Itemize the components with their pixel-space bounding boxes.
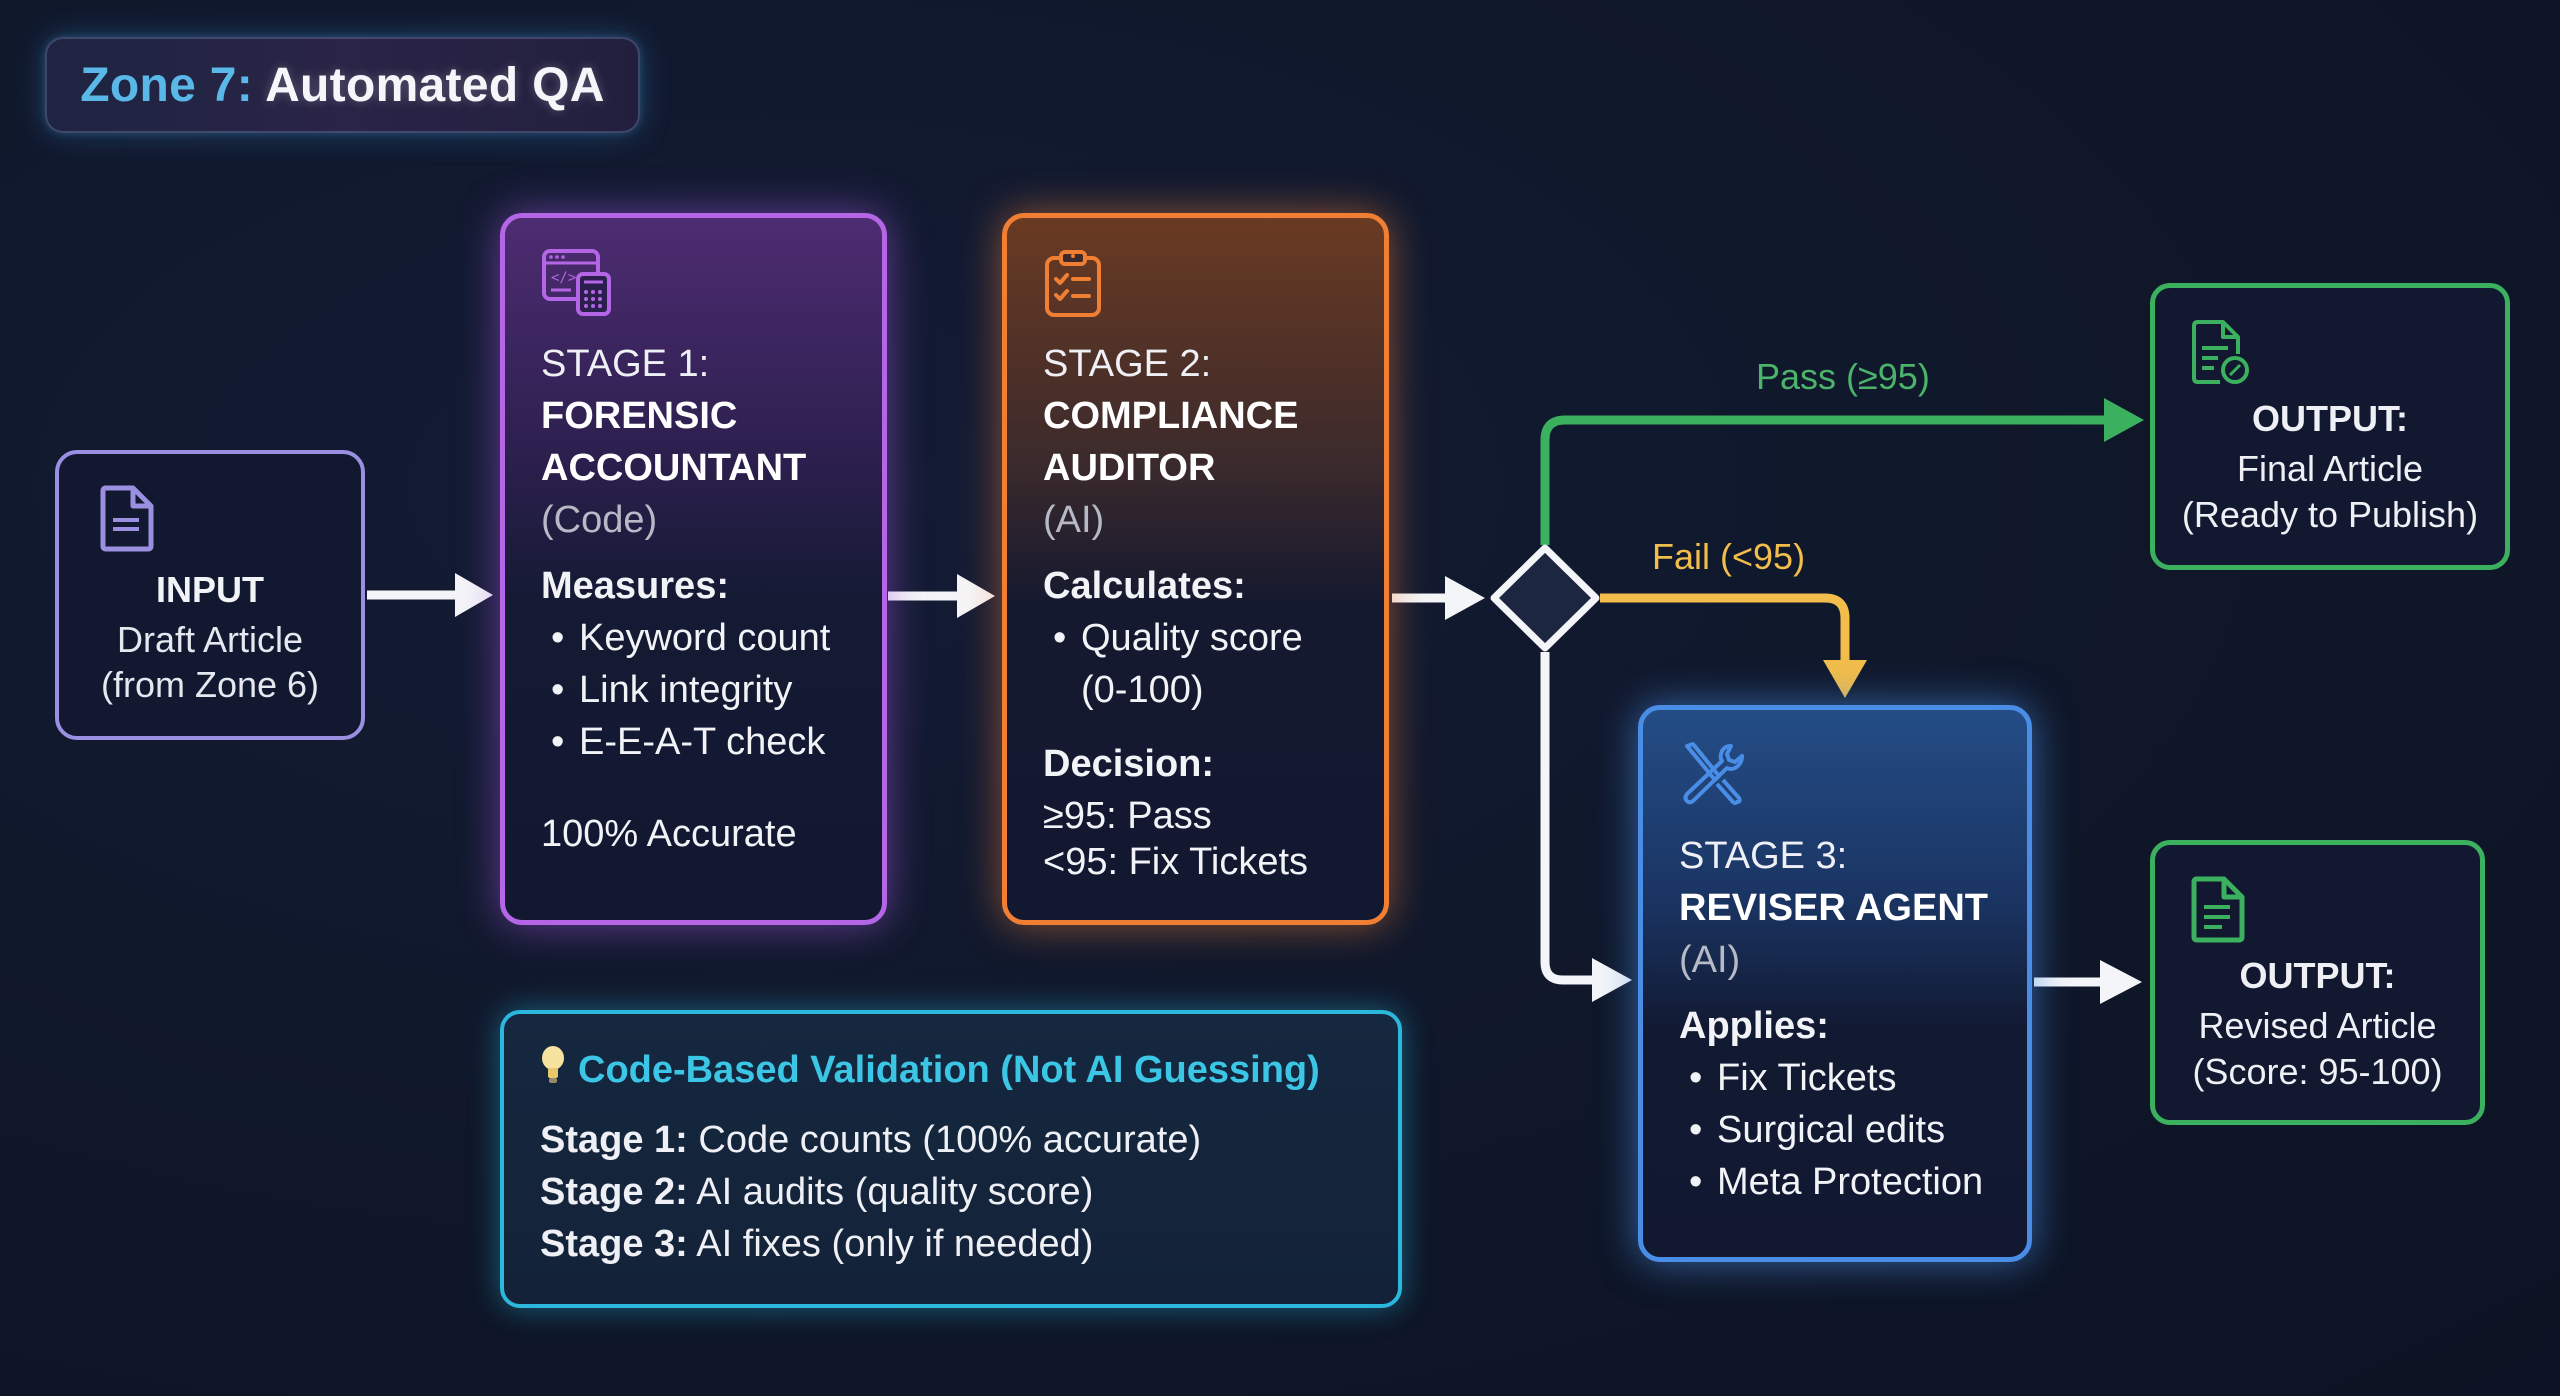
legend-title: Code-Based Validation (Not AI Guessing) <box>578 1048 1320 1091</box>
stage3-item: Fix Tickets <box>1687 1052 2027 1104</box>
stage1-accuracy-note: 100% Accurate <box>541 813 797 855</box>
zone-name: Automated QA <box>265 58 605 112</box>
stage3-kind: (AI) <box>1679 939 1741 981</box>
input-label: INPUT <box>156 569 264 610</box>
arrow-decision-to-stage3 <box>1540 652 1632 1002</box>
legend-row-key: Stage 3: <box>540 1223 688 1265</box>
stage2-item-range: (0-100) <box>1081 669 1204 711</box>
clipboard-check-icon <box>1043 248 1103 332</box>
legend-row: Stage 1: Code counts (100% accurate) <box>540 1114 1398 1166</box>
stage1-item: E-E-A-T check <box>549 716 882 768</box>
arrow-stage3-to-output2 <box>2034 960 2142 1004</box>
lightbulb-icon <box>540 1044 566 1096</box>
output-final-node: OUTPUT: Final Article (Ready to Publish) <box>2150 283 2510 570</box>
legend-row-text: AI audits (quality score) <box>696 1171 1094 1213</box>
output-revised-label: OUTPUT: <box>2239 955 2396 996</box>
code-calculator-icon: </> <box>541 248 613 330</box>
stage2-decision-title: Decision: <box>1043 743 1215 785</box>
decision-diamond <box>1490 544 1600 652</box>
fail-branch-label: Fail (<95) <box>1652 536 1806 577</box>
stage1-name-line2: ACCOUNTANT <box>541 447 807 489</box>
output-final-line1: Final Article <box>2236 448 2424 489</box>
tools-icon <box>1679 740 1747 822</box>
output-final-line2: (Ready to Publish) <box>2181 494 2479 535</box>
stage2-item: Quality score <box>1051 612 1384 664</box>
stage3-name: REVISER AGENT <box>1679 887 1988 929</box>
stage3-item: Surgical edits <box>1687 1104 2027 1156</box>
stage3-items: Fix Tickets Surgical edits Meta Protecti… <box>1679 1052 2027 1208</box>
legend-row: Stage 3: AI fixes (only if needed) <box>540 1218 1398 1270</box>
svg-text:</>: </> <box>551 270 576 286</box>
stage2-number: STAGE 2: <box>1043 343 1212 385</box>
stage1-kind: (Code) <box>541 499 658 541</box>
stage1-item: Keyword count <box>549 612 882 664</box>
pass-branch-label: Pass (≥95) <box>1756 356 1930 397</box>
output-revised-line1: Revised Article <box>2198 1005 2437 1046</box>
stage1-number: STAGE 1: <box>541 343 710 385</box>
stage1-node: </> STAGE 1: FORENSIC ACCOUNTANT (Code) … <box>500 213 887 925</box>
stage2-decision-fail: <95: Fix Tickets <box>1043 841 1309 883</box>
stage2-name-line1: COMPLIANCE <box>1043 395 1299 437</box>
pass-path <box>1540 398 2144 545</box>
validation-legend: Code-Based Validation (Not AI Guessing) … <box>500 1010 1402 1308</box>
output-revised-node: OUTPUT: Revised Article (Score: 95-100) <box>2150 840 2485 1125</box>
legend-heading: Code-Based Validation (Not AI Guessing) <box>540 1044 1398 1096</box>
arrow-input-to-stage1 <box>367 573 493 617</box>
stage2-section-title: Calculates: <box>1043 565 1246 607</box>
stage3-section-title: Applies: <box>1679 1005 1829 1047</box>
input-node: INPUT Draft Article (from Zone 6) <box>55 450 365 740</box>
stage2-items: Quality score <box>1043 612 1384 664</box>
arrow-stage1-to-stage2 <box>888 574 995 618</box>
legend-row-text: Code counts (100% accurate) <box>698 1119 1202 1161</box>
legend-row: Stage 2: AI audits (quality score) <box>540 1166 1398 1218</box>
input-line2: (from Zone 6) <box>100 664 320 705</box>
fail-path <box>1600 593 1867 698</box>
legend-row-text: AI fixes (only if needed) <box>696 1223 1094 1265</box>
arrow-stage2-to-decision <box>1392 576 1485 620</box>
stage3-node: STAGE 3: REVISER AGENT (AI) Applies: Fix… <box>1638 705 2032 1262</box>
legend-row-key: Stage 1: <box>540 1119 688 1161</box>
stage1-section-title: Measures: <box>541 565 729 607</box>
input-line1: Draft Article <box>116 619 304 660</box>
stage3-item: Meta Protection <box>1687 1156 2027 1208</box>
stage2-kind: (AI) <box>1043 499 1105 541</box>
document-icon <box>99 484 155 557</box>
zone-title: Zone 7: Automated QA <box>45 37 640 133</box>
stage2-name-line2: AUDITOR <box>1043 447 1216 489</box>
stage1-items: Keyword count Link integrity E-E-A-T che… <box>541 612 882 768</box>
stage1-name-line1: FORENSIC <box>541 395 738 437</box>
output-revised-line2: (Score: 95-100) <box>2192 1051 2443 1092</box>
stage2-node: STAGE 2: COMPLIANCE AUDITOR (AI) Calcula… <box>1002 213 1389 925</box>
output-final-label: OUTPUT: <box>2252 398 2408 439</box>
stage2-decision-pass: ≥95: Pass <box>1043 795 1212 837</box>
document-approved-icon <box>2190 318 2252 393</box>
zone-number: Zone 7: <box>80 58 254 112</box>
document-icon <box>2190 875 2246 948</box>
stage3-number: STAGE 3: <box>1679 835 1848 877</box>
legend-row-key: Stage 2: <box>540 1171 688 1213</box>
stage1-item: Link integrity <box>549 664 882 716</box>
